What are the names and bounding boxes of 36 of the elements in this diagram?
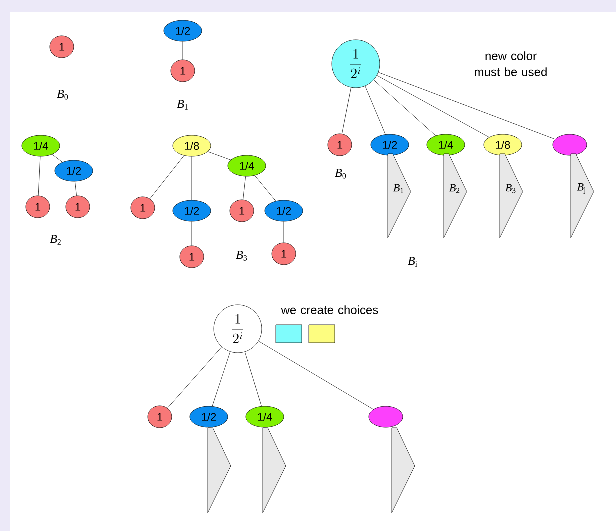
connector-line [243,176,246,200]
connector-line [374,80,436,136]
connector-line [377,75,490,138]
connector-line [342,88,352,134]
tree-label: B$_{2}$ [50,235,61,245]
tree-label: B$_{0}$ [335,169,346,179]
color-swatch [308,324,336,344]
connector-line [212,352,231,407]
connector-line [254,176,276,202]
subtree-triangle [208,428,232,514]
connector-line [75,181,77,196]
connector-line [208,152,232,160]
note-text: we create choices [281,306,378,314]
note-text: new color must be used [475,52,547,76]
colored-ellipse [552,134,588,156]
subtree-triangle: B$_{2}$ [444,154,468,238]
connector-line [168,346,222,408]
connector-line [150,156,184,200]
subtree-triangle: B$_{j}$ [570,154,594,238]
connector-line [52,154,63,163]
subtree-triangle [392,428,416,514]
tree-label: B$_{3}$ [236,251,248,261]
subtree-triangle: B$_{3}$ [500,154,524,238]
colored-ellipse [368,406,404,428]
tree-label: B$_{0}$ [57,90,68,100]
connector-line [182,42,184,60]
tree-label: B$_{1}$ [177,100,188,110]
connector-line [38,156,41,196]
color-swatch [276,324,302,344]
connector-line [378,72,556,140]
connector-line [244,352,262,407]
connector-line [258,341,374,410]
subtree-triangle [262,428,286,514]
subtree-triangle: B$_{1}$ [388,154,412,238]
connector-line [365,86,386,135]
tree-label: B$_{i}$ [408,257,418,267]
